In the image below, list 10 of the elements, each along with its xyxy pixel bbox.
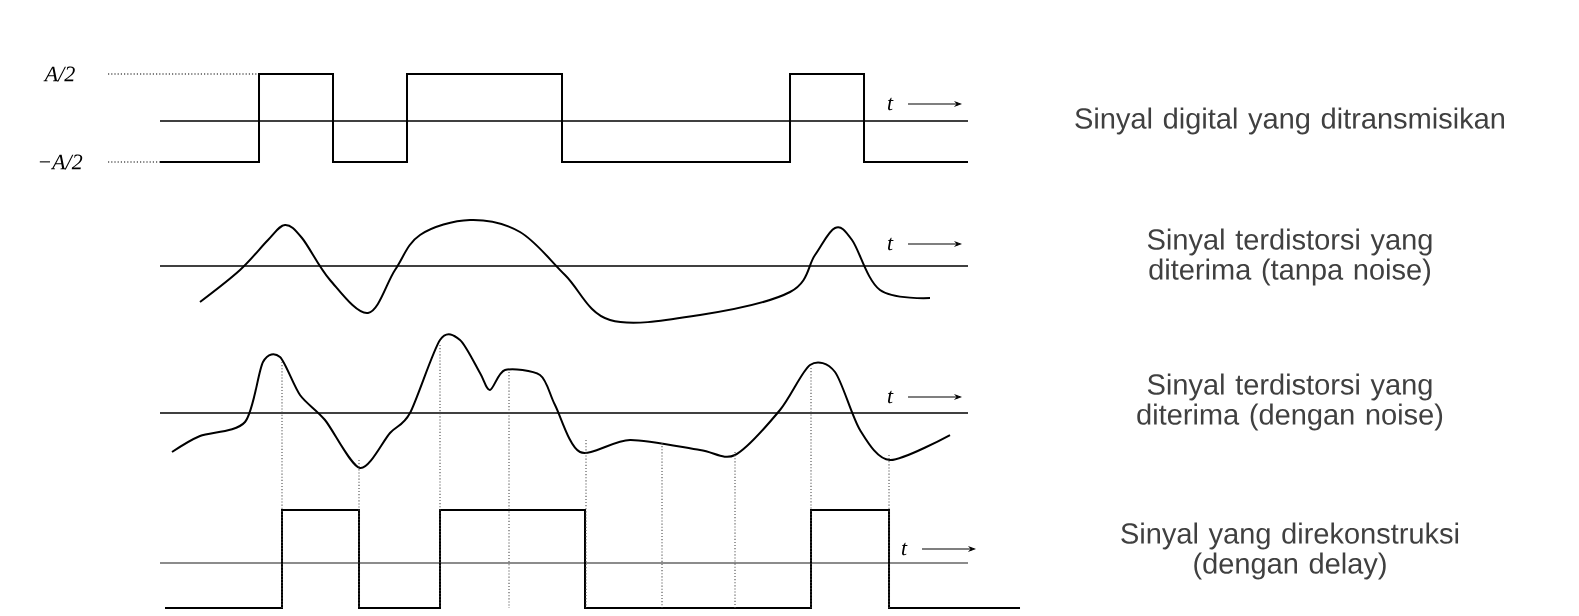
axis-label: t (887, 390, 894, 404)
axis-label: t (887, 237, 894, 251)
level-label: −A/2 (39, 154, 83, 170)
signal-caption: Sinyal digital yang ditransmisikan (1075, 107, 1504, 135)
signal-caption: Sinyal terdistorsi yang diterima (dengan noise) (1137, 373, 1443, 431)
level-label: A/2 (43, 66, 75, 82)
signal-caption: Sinyal yang direkonstruksi (dengan delay) (1121, 522, 1459, 580)
axis-label: t (901, 542, 908, 556)
signal-caption: Sinyal terdistorsi yang diterima (tanpa noise) (1147, 228, 1432, 286)
axis-label: t (887, 97, 894, 111)
